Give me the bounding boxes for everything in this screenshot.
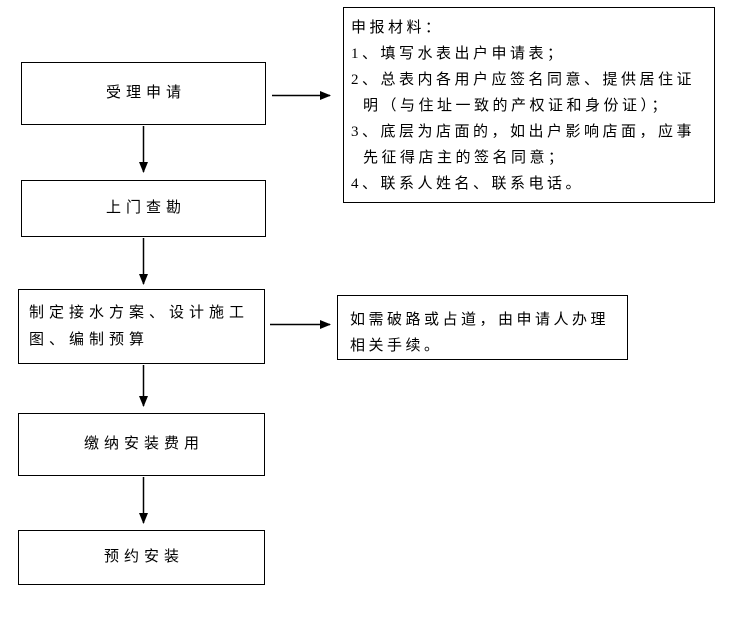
materials-note-item-3-continued: 先征得店主的签名同意； [363,150,567,166]
materials-note-item-4: 4、联系人姓名、联系电话。 [351,176,585,192]
road-note-box: 如需破路或占道，由申请人办理 相关手续。 [337,295,628,360]
road-note-line: 如需破路或占道，由申请人办理 [350,312,610,328]
road-note-line: 相关手续。 [350,338,443,354]
flow-step-plan-design-budget: 制定接水方案、设计施工 图、编制预算 [18,289,265,364]
flow-step-label: 缴纳安装费用 [83,436,204,452]
flow-step-site-survey: 上门查勘 [21,180,266,237]
flow-step-accept-application: 受理申请 [21,62,266,125]
flow-step-label: 上门查勘 [105,200,186,216]
materials-note-item-3: 3、底层为店面的，如出户影响店面，应事 [351,124,696,140]
flow-step-pay-installation-fee: 缴纳安装费用 [18,413,265,476]
materials-note-item-2-continued: 明（与住址一致的产权证和身份证）； [363,98,671,114]
flow-step-label-line: 制定接水方案、设计施工 [29,304,250,321]
materials-note-title: 申报材料： [351,20,444,36]
materials-note-item-1: 1、填写水表出户申请表； [351,46,566,62]
flow-step-schedule-installation: 预约安装 [18,530,265,585]
flow-step-label: 预约安装 [103,549,184,565]
flow-step-label-line: 图、编制预算 [29,331,150,348]
materials-note-item-2: 2、总表内各用户应签名同意、提供居住证 [351,72,696,88]
flow-step-label: 受理申请 [105,85,186,101]
materials-note-box: 申报材料： 1、填写水表出户申请表； 2、总表内各用户应签名同意、提供居住证 明… [343,7,715,203]
